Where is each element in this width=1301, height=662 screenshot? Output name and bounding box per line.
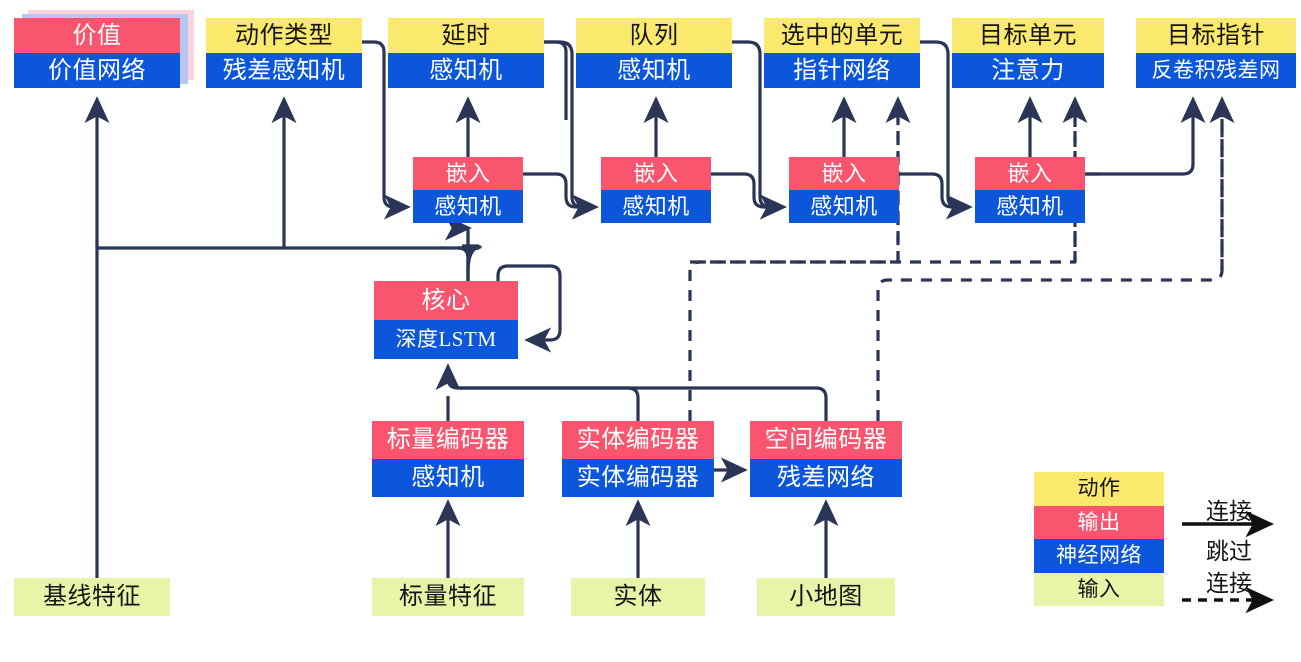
- node-entity-encoder[interactable]: 实体编码器实体编码器: [562, 421, 714, 497]
- legend-skip-label-line1: 跳过: [1206, 539, 1252, 564]
- node-embed-1-bottom-label: 感知机: [413, 190, 523, 223]
- node-delay-top-label: 延时: [388, 18, 544, 53]
- legend: 动作输出神经网络输入: [1034, 472, 1164, 606]
- node-entity-encoder-top-label: 实体编码器: [562, 421, 714, 459]
- node-embed-2-bottom-label: 感知机: [601, 190, 711, 223]
- node-embed-2[interactable]: 嵌入感知机: [601, 157, 711, 223]
- node-spatial-encoder-top-label: 空间编码器: [750, 421, 902, 459]
- node-spatial-encoder-bottom-label: 残差网络: [750, 459, 902, 497]
- node-scalar-encoder-bottom-label: 感知机: [372, 459, 524, 497]
- node-queue-top-label: 队列: [576, 18, 732, 53]
- legend-skip-label-line2: 连接: [1206, 571, 1252, 596]
- node-target-point[interactable]: 目标指针反卷积残差网: [1136, 18, 1296, 88]
- node-embed-4-top-label: 嵌入: [975, 157, 1085, 190]
- node-value-bottom-label: 价值网络: [14, 53, 180, 88]
- node-target-point-top-label: 目标指针: [1136, 18, 1296, 53]
- node-scalar-features-bottom-label: 标量特征: [372, 578, 524, 616]
- node-target-unit-top-label: 目标单元: [952, 18, 1104, 53]
- node-minimap[interactable]: 小地图: [757, 578, 895, 616]
- node-embed-4-bottom-label: 感知机: [975, 190, 1085, 223]
- node-entities-bottom-label: 实体: [571, 578, 705, 616]
- node-action-type[interactable]: 动作类型残差感知机: [206, 18, 362, 88]
- node-embed-2-top-label: 嵌入: [601, 157, 711, 190]
- node-target-unit[interactable]: 目标单元注意力: [952, 18, 1104, 88]
- node-embed-3-top-label: 嵌入: [789, 157, 899, 190]
- node-delay-bottom-label: 感知机: [388, 53, 544, 88]
- node-selected-units-top-label: 选中的单元: [764, 18, 920, 53]
- legend-connection-label: 连接: [1206, 499, 1252, 524]
- node-embed-3[interactable]: 嵌入感知机: [789, 157, 899, 223]
- node-value[interactable]: 价值价值网络: [14, 18, 180, 88]
- node-scalar-encoder-top-label: 标量编码器: [372, 421, 524, 459]
- node-entities[interactable]: 实体: [571, 578, 705, 616]
- legend-row-input: 输入: [1034, 572, 1164, 606]
- node-baseline-features[interactable]: 基线特征: [14, 578, 170, 616]
- node-delay[interactable]: 延时感知机: [388, 18, 544, 88]
- node-spatial-encoder[interactable]: 空间编码器残差网络: [750, 421, 902, 497]
- node-core-top-label: 核心: [374, 281, 518, 320]
- legend-row-network: 神经网络: [1034, 539, 1164, 573]
- node-embed-4[interactable]: 嵌入感知机: [975, 157, 1085, 223]
- node-value-top-label: 价值: [14, 18, 180, 53]
- node-baseline-features-bottom-label: 基线特征: [14, 578, 170, 616]
- node-selected-units[interactable]: 选中的单元指针网络: [764, 18, 920, 88]
- node-scalar-encoder[interactable]: 标量编码器感知机: [372, 421, 524, 497]
- node-core[interactable]: 核心深度LSTM: [374, 281, 518, 359]
- node-target-unit-bottom-label: 注意力: [952, 53, 1104, 88]
- node-target-point-bottom-label: 反卷积残差网: [1136, 53, 1296, 88]
- node-action-type-top-label: 动作类型: [206, 18, 362, 53]
- node-embed-1[interactable]: 嵌入感知机: [413, 157, 523, 223]
- node-queue-bottom-label: 感知机: [576, 53, 732, 88]
- node-entity-encoder-bottom-label: 实体编码器: [562, 459, 714, 497]
- node-embed-3-bottom-label: 感知机: [789, 190, 899, 223]
- legend-row-action: 动作: [1034, 472, 1164, 506]
- node-queue[interactable]: 队列感知机: [576, 18, 732, 88]
- node-minimap-bottom-label: 小地图: [757, 578, 895, 616]
- node-selected-units-bottom-label: 指针网络: [764, 53, 920, 88]
- node-core-bottom-label: 深度LSTM: [374, 320, 518, 359]
- node-action-type-bottom-label: 残差感知机: [206, 53, 362, 88]
- node-scalar-features[interactable]: 标量特征: [372, 578, 524, 616]
- legend-row-output: 输出: [1034, 505, 1164, 539]
- node-embed-1-top-label: 嵌入: [413, 157, 523, 190]
